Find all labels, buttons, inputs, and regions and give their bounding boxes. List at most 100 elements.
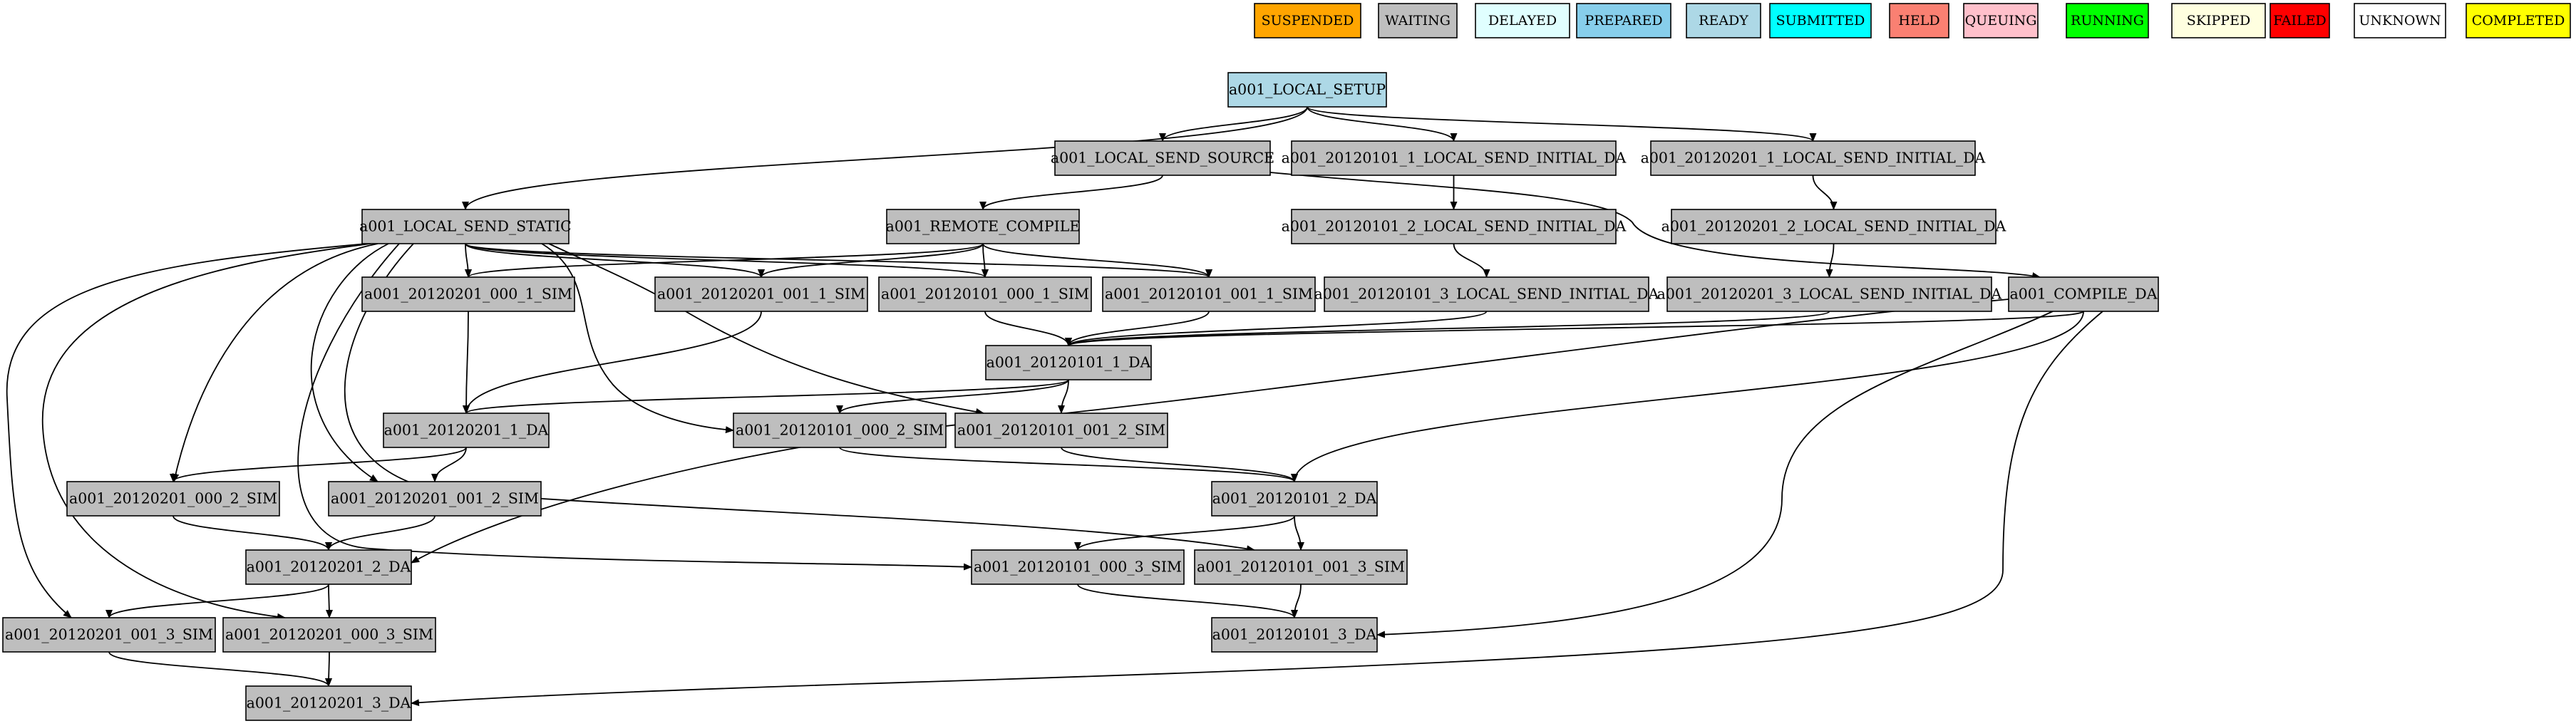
edge-remote_compile-to-d0201_001_1_sim <box>758 243 984 278</box>
legend-item-delayed: DELAYED <box>1475 3 1570 38</box>
legend-item-suspended: SUSPENDED <box>1254 3 1361 38</box>
legend-label-submitted: SUBMITTED <box>1776 13 1865 28</box>
task-node-d0101_1_da[interactable]: a001_20120101_1_DA <box>985 345 1152 380</box>
task-node-d0201_1_init[interactable]: a001_20120201_1_LOCAL_SEND_INITIAL_DA <box>1641 140 1986 176</box>
task-label-d0101_001_1_sim: a001_20120101_001_1_SIM <box>1105 286 1313 303</box>
task-node-send_static[interactable]: a001_LOCAL_SEND_STATIC <box>359 209 572 244</box>
legend-item-submitted: SUBMITTED <box>1769 3 1872 38</box>
task-node-d0201_000_3_sim[interactable]: a001_20120201_000_3_SIM <box>222 617 436 653</box>
task-box-d0201_3_da[interactable] <box>245 685 412 721</box>
edge-d0101_3_init-to-d0101_1_da <box>1065 311 1488 346</box>
task-box-d0201_1_da[interactable] <box>383 413 550 448</box>
legend-swatch-queuing <box>1963 3 2039 38</box>
task-label-d0201_1_da: a001_20120201_1_DA <box>384 422 549 439</box>
task-box-d0101_2_init[interactable] <box>1291 209 1617 244</box>
task-box-d0201_000_1_sim[interactable] <box>361 276 575 312</box>
edge-d0201_1_da-to-d0201_001_2_sim <box>431 447 467 482</box>
legend-label-ready: READY <box>1699 13 1748 28</box>
edge-d0201_1_da-to-d0201_000_2_sim <box>170 447 467 482</box>
edge-d0101_2_da-to-d0101_000_3_sim <box>1074 515 1295 551</box>
task-node-d0201_001_3_sim[interactable]: a001_20120201_001_3_SIM <box>2 617 216 653</box>
task-box-d0101_001_2_sim[interactable] <box>954 413 1168 448</box>
task-box-d0201_000_3_sim[interactable] <box>222 617 436 653</box>
task-label-d0101_1_da: a001_20120101_1_DA <box>986 354 1151 371</box>
task-node-d0201_3_da[interactable]: a001_20120201_3_DA <box>245 685 412 721</box>
edge-local_setup-to-d0101_1_init <box>1307 106 1458 142</box>
task-node-d0101_000_3_sim[interactable]: a001_20120101_000_3_SIM <box>971 549 1185 585</box>
legend-label-held: HELD <box>1898 13 1939 28</box>
task-box-d0201_2_da[interactable] <box>245 549 412 585</box>
edge-remote_compile-to-d0201_000_1_sim <box>465 243 984 278</box>
task-box-d0101_001_3_sim[interactable] <box>1194 549 1408 585</box>
legend-item-ready: READY <box>1686 3 1761 38</box>
task-node-d0201_000_1_sim[interactable]: a001_20120201_000_1_SIM <box>361 276 575 312</box>
task-node-local_setup[interactable]: a001_LOCAL_SETUP <box>1227 72 1387 108</box>
edge-d0101_2_init-to-d0101_3_init <box>1453 243 1490 278</box>
task-node-d0201_2_init[interactable]: a001_20120201_2_LOCAL_SEND_INITIAL_DA <box>1661 209 2006 244</box>
task-node-compile_da[interactable]: a001_COMPILE_DA <box>2008 276 2159 312</box>
task-box-send_static[interactable] <box>361 209 570 244</box>
task-box-compile_da[interactable] <box>2008 276 2159 312</box>
edge-send_static-to-d0201_001_2_sim <box>310 243 389 482</box>
task-box-remote_compile[interactable] <box>886 209 1080 244</box>
task-box-d0101_2_da[interactable] <box>1211 481 1378 517</box>
task-node-d0201_2_da[interactable]: a001_20120201_2_DA <box>245 549 412 585</box>
task-node-d0101_2_init[interactable]: a001_20120101_2_LOCAL_SEND_INITIAL_DA <box>1282 209 1627 244</box>
task-box-d0101_1_init[interactable] <box>1291 140 1617 176</box>
task-node-d0101_1_init[interactable]: a001_20120101_1_LOCAL_SEND_INITIAL_DA <box>1282 140 1627 176</box>
task-node-d0101_001_3_sim[interactable]: a001_20120101_001_3_SIM <box>1194 549 1408 585</box>
task-box-d0101_3_da[interactable] <box>1211 617 1378 653</box>
task-box-d0101_1_da[interactable] <box>985 345 1152 380</box>
task-box-d0201_001_2_sim[interactable] <box>328 481 542 517</box>
legend-item-waiting: WAITING <box>1378 3 1458 38</box>
task-node-d0201_1_da[interactable]: a001_20120201_1_DA <box>383 413 550 448</box>
task-node-d0201_3_init[interactable]: a001_20120201_3_LOCAL_SEND_INITIAL_DA <box>1657 276 2002 312</box>
edge-d0101_1_da-to-d0201_1_da <box>463 379 1069 414</box>
task-node-d0101_3_da[interactable]: a001_20120101_3_DA <box>1211 617 1378 653</box>
task-label-d0101_2_init: a001_20120101_2_LOCAL_SEND_INITIAL_DA <box>1282 218 1627 235</box>
legend-label-prepared: PREPARED <box>1585 13 1662 28</box>
task-node-d0101_001_1_sim[interactable]: a001_20120101_001_1_SIM <box>1102 276 1316 312</box>
task-label-d0101_3_init: a001_20120101_3_LOCAL_SEND_INITIAL_DA <box>1314 286 1659 303</box>
task-box-d0201_2_init[interactable] <box>1671 209 1997 244</box>
edge-compile_da-to-d0101_2_da <box>1291 311 2084 482</box>
task-box-send_source[interactable] <box>1054 140 1271 176</box>
task-node-d0101_2_da[interactable]: a001_20120101_2_DA <box>1211 481 1378 517</box>
task-box-local_setup[interactable] <box>1227 72 1387 108</box>
task-node-remote_compile[interactable]: a001_REMOTE_COMPILE <box>886 209 1081 244</box>
legend-label-completed: COMPLETED <box>2472 13 2565 28</box>
edge-remote_compile-to-d0101_001_1_sim <box>982 243 1212 278</box>
task-node-d0101_3_init[interactable]: a001_20120101_3_LOCAL_SEND_INITIAL_DA <box>1314 276 1659 312</box>
task-node-d0101_000_2_sim[interactable]: a001_20120101_000_2_SIM <box>733 413 947 448</box>
task-label-local_setup: a001_LOCAL_SETUP <box>1229 81 1386 98</box>
task-box-d0101_001_1_sim[interactable] <box>1102 276 1316 312</box>
task-box-d0101_3_init[interactable] <box>1324 276 1649 312</box>
task-node-send_source[interactable]: a001_LOCAL_SEND_SOURCE <box>1051 140 1274 176</box>
task-box-d0201_000_2_sim[interactable] <box>66 481 280 517</box>
task-box-d0201_001_3_sim[interactable] <box>2 617 216 653</box>
task-label-d0101_1_init: a001_20120101_1_LOCAL_SEND_INITIAL_DA <box>1282 150 1627 167</box>
task-node-d0101_001_2_sim[interactable]: a001_20120101_001_2_SIM <box>954 413 1168 448</box>
task-box-d0201_001_1_sim[interactable] <box>654 276 868 312</box>
task-label-d0101_3_da: a001_20120101_3_DA <box>1212 626 1377 643</box>
task-node-d0101_000_1_sim[interactable]: a001_20120101_000_1_SIM <box>878 276 1092 312</box>
task-box-d0101_000_1_sim[interactable] <box>878 276 1092 312</box>
task-box-d0101_000_3_sim[interactable] <box>971 549 1185 585</box>
task-node-d0201_000_2_sim[interactable]: a001_20120201_000_2_SIM <box>66 481 280 517</box>
legend-swatch-prepared <box>1576 3 1671 38</box>
edge-remote_compile-to-d0101_000_1_sim <box>981 243 989 278</box>
edge-d0101_1_da-to-d0101_000_2_sim <box>836 379 1069 414</box>
task-node-d0201_001_2_sim[interactable]: a001_20120201_001_2_SIM <box>328 481 542 517</box>
edge-d0201_1_init-to-d0201_2_init <box>1812 175 1838 210</box>
edge-compile_da-to-d0101_1_da <box>1065 311 2084 346</box>
dependency-edges <box>6 106 2103 707</box>
task-node-d0201_001_1_sim[interactable]: a001_20120201_001_1_SIM <box>654 276 868 312</box>
legend-item-running: RUNNING <box>2066 3 2149 38</box>
task-label-send_source: a001_LOCAL_SEND_SOURCE <box>1051 150 1274 167</box>
task-box-d0101_000_2_sim[interactable] <box>733 413 947 448</box>
task-box-d0201_3_init[interactable] <box>1666 276 1992 312</box>
edge-d0201_000_1_sim-to-d0201_1_da <box>463 311 470 414</box>
task-label-d0201_001_2_sim: a001_20120201_001_2_SIM <box>331 490 539 507</box>
legend-swatch-unknown <box>2354 3 2446 38</box>
task-box-d0201_1_init[interactable] <box>1650 140 1976 176</box>
